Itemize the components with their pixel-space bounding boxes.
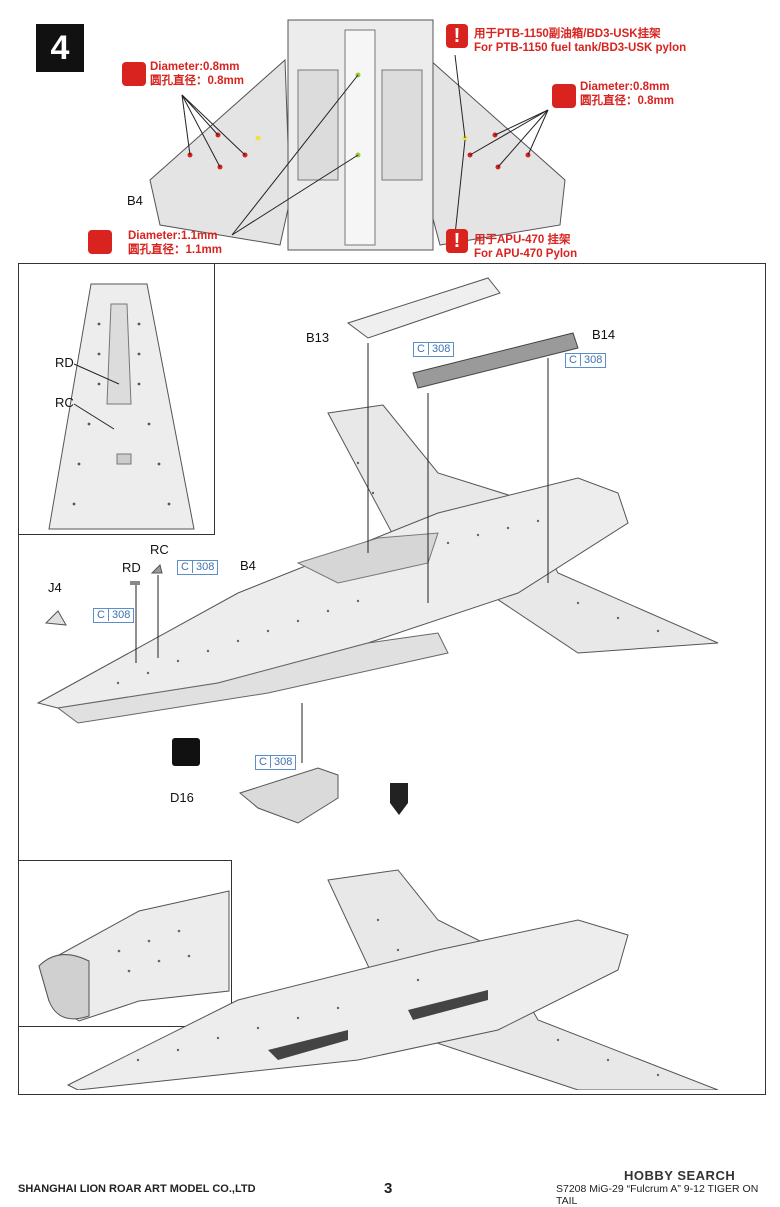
- hole-note-11: Diameter:1.1mm 圆孔直径：1.1mm: [128, 230, 222, 256]
- watermark: HOBBY SEARCH: [624, 1168, 736, 1183]
- label-j4: J4: [48, 580, 62, 595]
- finished-nose-inset: [18, 860, 232, 1027]
- ptb-pylon-note: 用于PTB-1150副油箱/BD3-USK挂架 For PTB-1150 fue…: [474, 28, 687, 54]
- product-name: S7208 MiG-29 “Fulcrum A” 9-12 TIGER ON T…: [556, 1183, 759, 1207]
- underside-drill-diagram: [149, 19, 566, 251]
- drill-icon: [552, 84, 576, 108]
- drill-icon: [88, 230, 112, 254]
- finished-nose-drawing: [38, 890, 230, 1022]
- label-rd-main: RD: [122, 560, 141, 575]
- label-b14: B14: [592, 327, 616, 342]
- apu-pylon-note: 用于APU-470 挂架 For APU-470 Pylon: [474, 234, 578, 260]
- step-number-badge: 4: [36, 24, 84, 72]
- label-b4-top: B4: [127, 193, 143, 208]
- label-b13: B13: [306, 330, 330, 345]
- warning-icon: !: [446, 229, 468, 253]
- label-b4-main: B4: [240, 558, 256, 573]
- aircraft-assembly-drawing: [36, 277, 719, 824]
- company-name: SHANGHAI LION ROAR ART MODEL CO.,LTD: [18, 1183, 256, 1195]
- cockpit-detail-inset: [18, 263, 215, 535]
- page-number: 3: [384, 1180, 393, 1197]
- hole-note-left: Diameter:0.8mm 圆孔直径：0.8mm: [150, 61, 244, 87]
- cut-tool-icon: [172, 738, 200, 766]
- label-rc-inset: RC: [55, 395, 74, 410]
- nose-detail-drawing: [48, 283, 195, 530]
- label-d16: D16: [170, 790, 194, 805]
- label-rd-inset: RD: [55, 355, 74, 370]
- hole-note-right: Diameter:0.8mm 圆孔直径：0.8mm: [580, 81, 674, 107]
- label-rc-main: RC: [150, 542, 169, 557]
- warning-icon: !: [446, 24, 468, 48]
- drill-icon: [122, 62, 146, 86]
- completed-aircraft-drawing: [66, 869, 719, 1090]
- main-assembly-frame: [18, 263, 766, 1095]
